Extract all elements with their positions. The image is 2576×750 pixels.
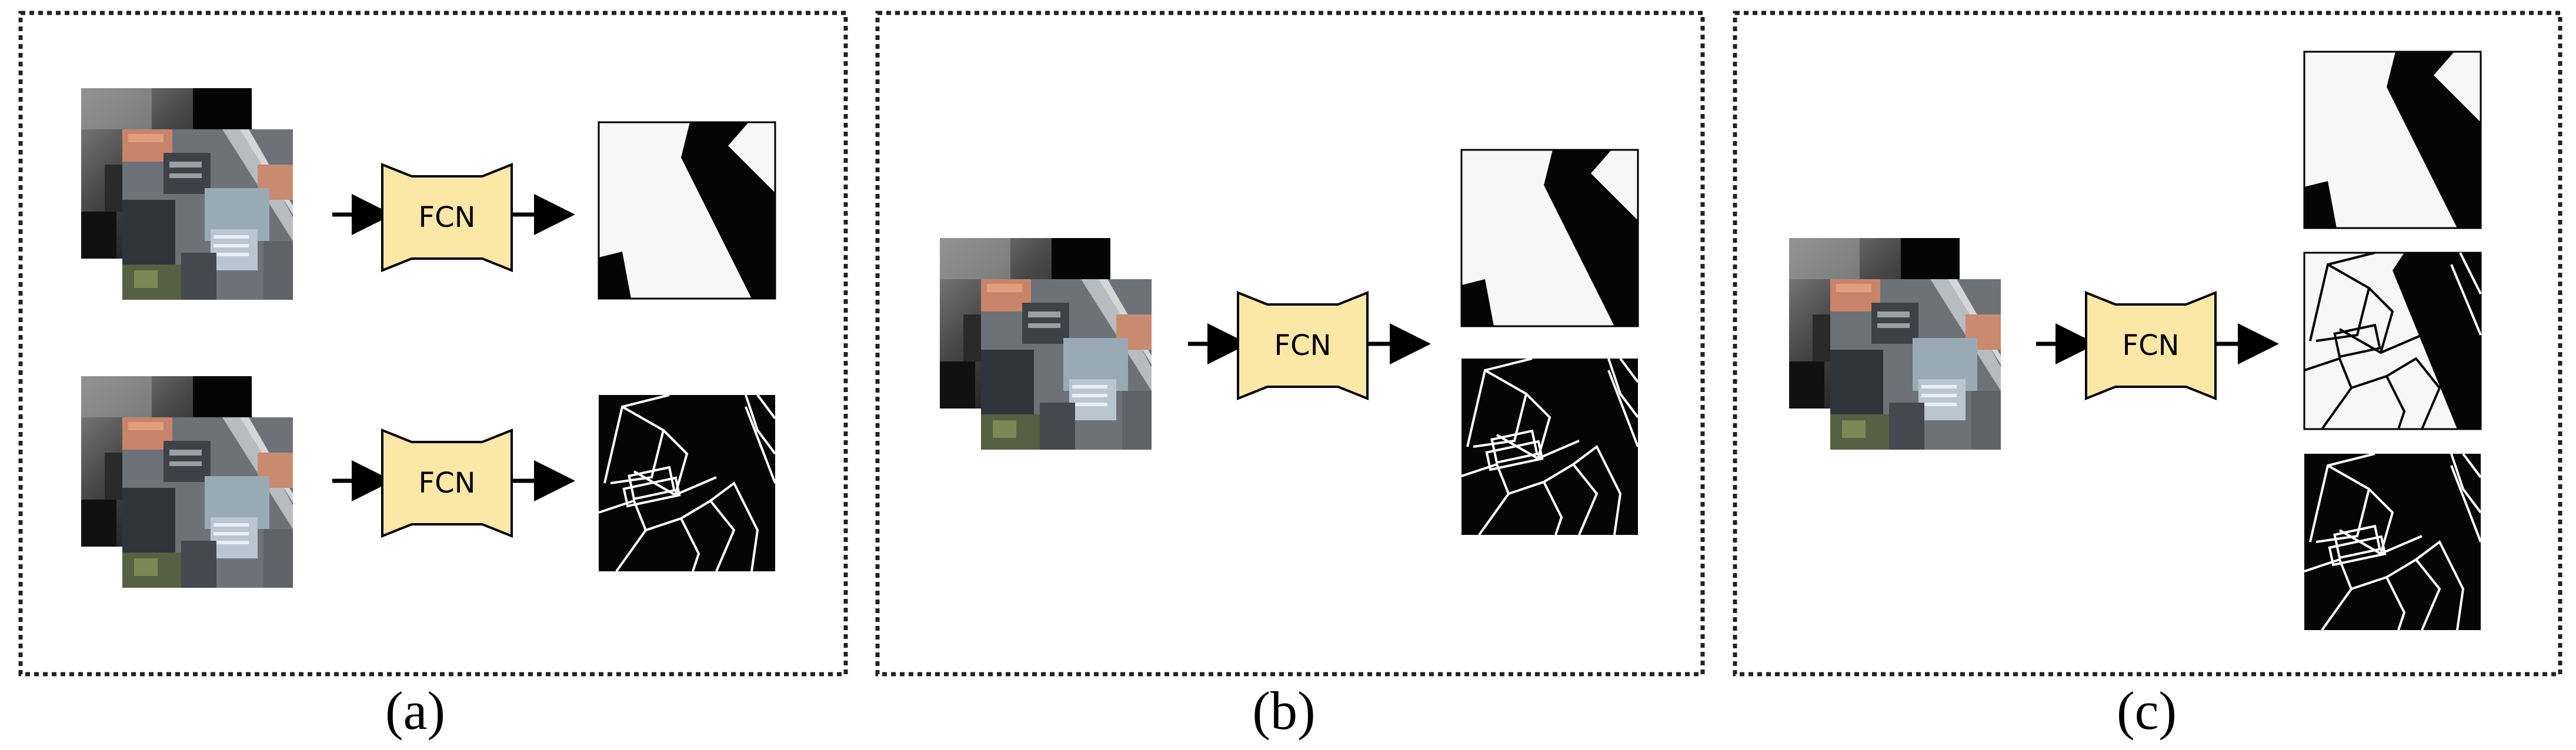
panel-a-pipeline-2: FCN — [81, 376, 776, 588]
fcn-label: FCN — [1274, 329, 1331, 362]
panel-c-pipeline: FCN — [1789, 51, 2482, 631]
panel-a-pipeline-1: FCN — [81, 88, 776, 300]
input-image-pair — [81, 376, 293, 588]
panel-b-pipeline: FCN — [940, 149, 1639, 536]
fcn-label: FCN — [418, 467, 475, 500]
fcn-network: FCN — [381, 163, 513, 272]
output-building-mask — [2303, 51, 2482, 229]
panel-c-frame — [1733, 11, 2562, 677]
panel-a-frame — [18, 11, 848, 677]
panel-b: FCN (b) — [875, 11, 1705, 741]
output-edge-map — [598, 394, 776, 572]
fcn-label: FCN — [418, 201, 475, 234]
output-edge-map — [1460, 357, 1639, 536]
output-edge-map — [2303, 453, 2482, 631]
output-combined-segmentation — [2303, 252, 2482, 430]
output-building-mask — [598, 121, 776, 300]
panel-a: FCN FCN (a) — [18, 11, 848, 741]
panel-b-frame — [875, 11, 1705, 677]
output-building-mask — [1460, 149, 1639, 327]
panel-c-caption: (c) — [2117, 681, 2177, 741]
fcn-network: FCN — [2085, 292, 2217, 400]
fcn-network: FCN — [1237, 292, 1369, 400]
input-image-pair — [940, 238, 1152, 450]
panel-b-caption: (b) — [1252, 681, 1315, 741]
fcn-network: FCN — [381, 429, 513, 537]
input-image-pair — [1789, 238, 2001, 450]
input-image-pair — [81, 88, 293, 300]
panel-a-caption: (a) — [385, 681, 445, 741]
panel-c: FCN (c) — [1733, 11, 2562, 741]
fcn-label: FCN — [2122, 329, 2179, 362]
